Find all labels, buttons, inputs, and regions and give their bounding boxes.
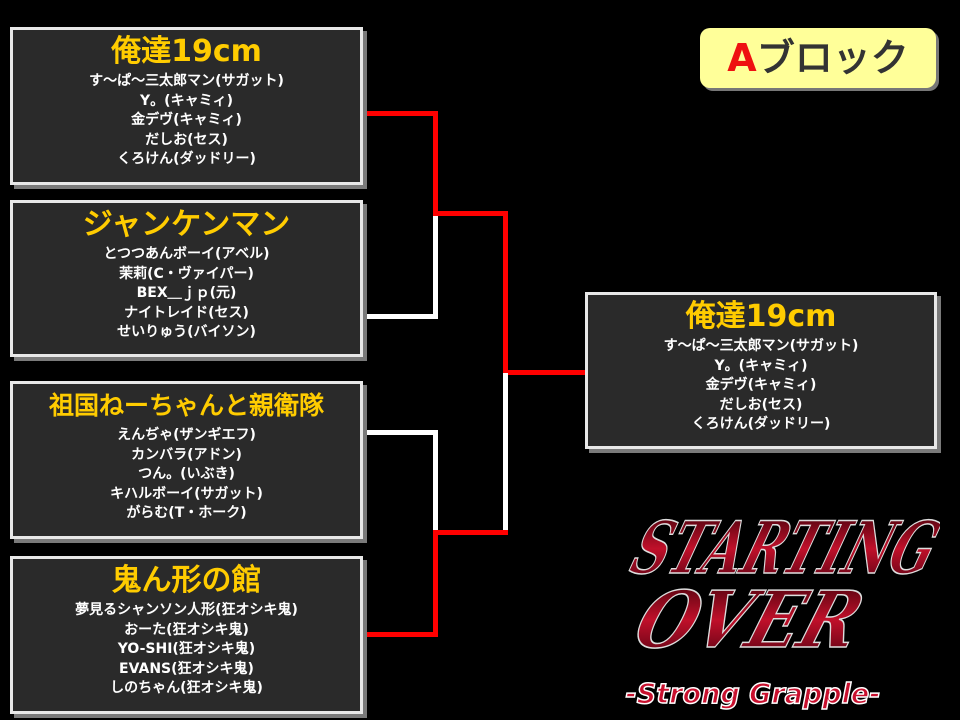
member: キハルボーイ(サガット) [110, 485, 263, 502]
bracket-line [433, 430, 438, 532]
member: くろけん(ダッドリー) [117, 151, 256, 167]
member: 夢見るシャンソン人形(狂オシキ鬼) [75, 602, 298, 618]
team-name: ジャンケンマン [82, 207, 291, 242]
bracket-line [362, 632, 438, 637]
member: くろけん(ダッドリー) [691, 416, 831, 432]
member: Y。(キャミィ) [140, 92, 233, 109]
member: 金デヴ(キャミィ) [705, 377, 817, 393]
member: YO-SHI(狂オシキ鬼) [117, 641, 256, 657]
member: す～ぱ～三太郎マン(サガット) [663, 338, 859, 354]
bracket-line [362, 111, 438, 116]
bracket-line [433, 530, 438, 637]
member: Y。(キャミィ) [714, 357, 808, 374]
member: BEX＿ｊｐ(元) [136, 285, 237, 301]
bracket-line [433, 211, 508, 216]
bracket-line [503, 370, 585, 375]
bracket-line [503, 373, 508, 533]
member: しのちゃん(狂オシキ鬼) [110, 680, 263, 696]
team-name: 俺達19cm [111, 34, 262, 69]
bracket-line [433, 214, 438, 319]
team-box-1: 俺達19cm す～ぱ～三太郎マン(サガット) Y。(キャミィ) 金デヴ(キャミィ… [10, 27, 363, 185]
block-badge: Aブロック [700, 28, 936, 88]
block-letter: A [727, 36, 757, 80]
member: カンバラ(アドン) [131, 446, 242, 463]
member: だしお(セス) [719, 396, 803, 413]
member: EVANS(狂オシキ鬼) [119, 660, 254, 677]
team-name: 祖国ねーちゃんと親衛隊 [48, 391, 324, 420]
team-box-3: 祖国ねーちゃんと親衛隊 えんぢゃ(ザンギエフ) カンバラ(アドン) つん。(いぶ… [10, 381, 363, 539]
member: 茉莉(C・ヴァイパー) [119, 265, 254, 282]
bracket-line [433, 111, 438, 216]
member: 金デヴ(キャミィ) [131, 112, 242, 128]
member: とつつあんボーイ(アベル) [103, 246, 270, 262]
starting-over-logo: STARTING OVER -Strong Grapple- [621, 506, 940, 711]
logo-subtitle: -Strong Grapple- [626, 677, 881, 710]
winner-team-name: 俺達19cm [685, 299, 837, 334]
bracket-line [362, 314, 438, 319]
block-label: ブロック [756, 36, 909, 80]
bracket-line [503, 211, 508, 375]
bracket-line [433, 530, 508, 535]
winner-box: 俺達19cm す～ぱ～三太郎マン(サガット) Y。(キャミィ) 金デヴ(キャミィ… [585, 292, 937, 449]
logo-title-line2: OVER [625, 574, 875, 666]
team-name: 鬼ん形の館 [111, 563, 262, 598]
member: つん。(いぶき) [138, 466, 235, 482]
member: えんぢゃ(ザンギエフ) [117, 427, 256, 443]
bracket-line [362, 430, 438, 435]
member: す～ぱ～三太郎マン(サガット) [89, 73, 284, 89]
logo-title-line1: STARTING [622, 507, 940, 591]
member: だしお(セス) [145, 131, 228, 148]
member: おーた(狂オシキ鬼) [124, 621, 249, 638]
member: ナイトレイド(セス) [124, 304, 249, 321]
team-box-2: ジャンケンマン とつつあんボーイ(アベル) 茉莉(C・ヴァイパー) BEX＿ｊｐ… [10, 200, 363, 357]
member: がらむ(T・ホーク) [126, 505, 247, 521]
member: せいりゅう(バイソン) [117, 324, 256, 340]
team-box-4: 鬼ん形の館 夢見るシャンソン人形(狂オシキ鬼) おーた(狂オシキ鬼) YO-SH… [10, 556, 363, 714]
